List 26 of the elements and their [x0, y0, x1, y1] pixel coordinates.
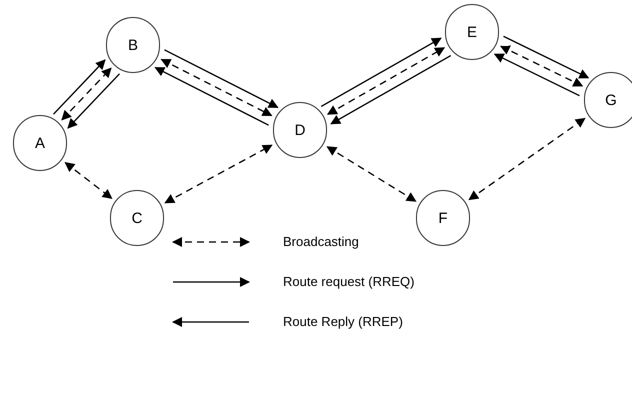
- arrow: [320, 38, 442, 107]
- arrow: [154, 67, 269, 126]
- node-label: C: [132, 210, 142, 226]
- arrow: [67, 73, 120, 129]
- legend-text: Route Reply (RREP): [283, 315, 403, 328]
- node-label: B: [128, 38, 138, 52]
- legend-text: Broadcasting: [283, 235, 359, 248]
- arrow: [326, 47, 446, 115]
- legend-text: Route request (RREQ): [283, 275, 414, 288]
- node-label: E: [466, 24, 477, 40]
- node-label: A: [34, 136, 45, 150]
- arrow: [64, 162, 112, 199]
- arrow: [164, 49, 279, 108]
- node-label: F: [438, 210, 448, 226]
- arrow: [330, 55, 452, 124]
- arrow: [500, 46, 584, 86]
- arrow: [468, 118, 586, 200]
- arrow: [160, 58, 272, 116]
- arrow: [164, 144, 273, 204]
- node-label: G: [605, 92, 617, 108]
- arrow: [503, 36, 590, 78]
- node-label: D: [294, 122, 306, 138]
- arrow: [53, 59, 106, 115]
- arrow: [61, 67, 112, 121]
- arrow: [494, 54, 580, 96]
- arrow: [326, 146, 417, 202]
